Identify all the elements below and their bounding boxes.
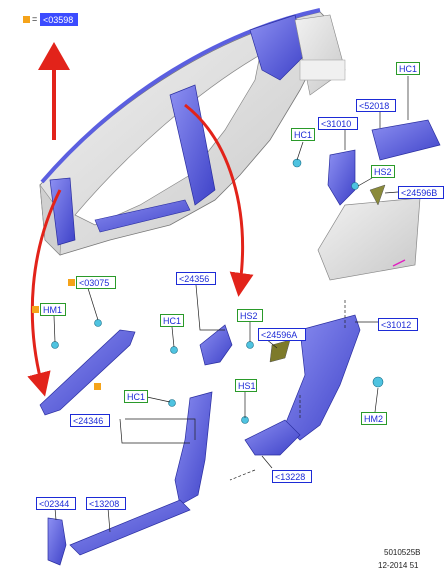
- label-hm2[interactable]: HM2: [361, 412, 387, 425]
- label-13228[interactable]: <13228: [272, 470, 312, 483]
- hook-icon: [392, 259, 406, 267]
- leader-lines: [53, 76, 409, 533]
- clip-hm1: [51, 341, 59, 349]
- label-52018[interactable]: <52018: [356, 99, 396, 112]
- diagram-code: 5010525B: [384, 548, 421, 557]
- clip-hc1-low: [168, 399, 176, 407]
- wheelhouse-panel: [317, 197, 421, 281]
- label-24596a[interactable]: <24596A: [258, 328, 306, 341]
- part-13228: [244, 419, 301, 456]
- legend-ref-03598[interactable]: <03598: [40, 13, 78, 26]
- label-hc1-top[interactable]: HC1: [396, 62, 420, 75]
- label-hc1-left[interactable]: HC1: [160, 314, 184, 327]
- part-31010: [327, 149, 356, 206]
- label-24346[interactable]: <24346: [70, 414, 110, 427]
- label-hs1[interactable]: HS1: [235, 379, 257, 392]
- marker-hm1: [32, 306, 39, 313]
- label-24356[interactable]: <24356: [176, 272, 216, 285]
- clip-hm2: [372, 376, 384, 388]
- label-hs2-mid[interactable]: HS2: [237, 309, 263, 322]
- clip-03075: [94, 319, 102, 327]
- marker-under-24346: [94, 383, 101, 390]
- middle-parts: [39, 314, 384, 566]
- label-03075[interactable]: <03075: [76, 276, 116, 289]
- clip-hs2-top: [351, 182, 359, 190]
- part-24356: [199, 324, 233, 366]
- legend-equals: =: [32, 14, 38, 24]
- part-24596a: [269, 339, 291, 363]
- label-24596b[interactable]: <24596B: [398, 186, 444, 199]
- label-31012[interactable]: <31012: [378, 318, 418, 331]
- label-hc1-low[interactable]: HC1: [124, 390, 148, 403]
- clip-hc1-left: [170, 346, 178, 354]
- label-hc1-mid[interactable]: HC1: [291, 128, 315, 141]
- part-24596b: [369, 184, 386, 206]
- clip-hs2-mid: [246, 341, 254, 349]
- part-13208: [69, 499, 191, 556]
- clip-hc1-top: [292, 158, 302, 168]
- label-31010[interactable]: <31010: [318, 117, 358, 130]
- label-hs2-top[interactable]: HS2: [371, 165, 395, 178]
- label-02344[interactable]: <02344: [36, 497, 76, 510]
- vehicle-body-side: [39, 8, 346, 256]
- part-24346: [39, 329, 136, 416]
- upper-right-parts: [292, 119, 441, 281]
- legend-marker: [23, 16, 30, 23]
- part-02344: [47, 517, 67, 566]
- curved-arrow-left: [27, 189, 62, 397]
- part-b-pillar-lower: [174, 391, 213, 506]
- label-13208[interactable]: <13208: [86, 497, 126, 510]
- red-arrows: [27, 42, 254, 397]
- diagram-date: 12-2014 51: [378, 561, 419, 570]
- label-hm1[interactable]: HM1: [40, 303, 66, 316]
- up-arrow-icon: [38, 42, 70, 140]
- part-52018: [371, 119, 441, 161]
- part-31012: [284, 314, 361, 441]
- curved-arrow-right: [184, 103, 254, 297]
- marker-03075: [68, 279, 75, 286]
